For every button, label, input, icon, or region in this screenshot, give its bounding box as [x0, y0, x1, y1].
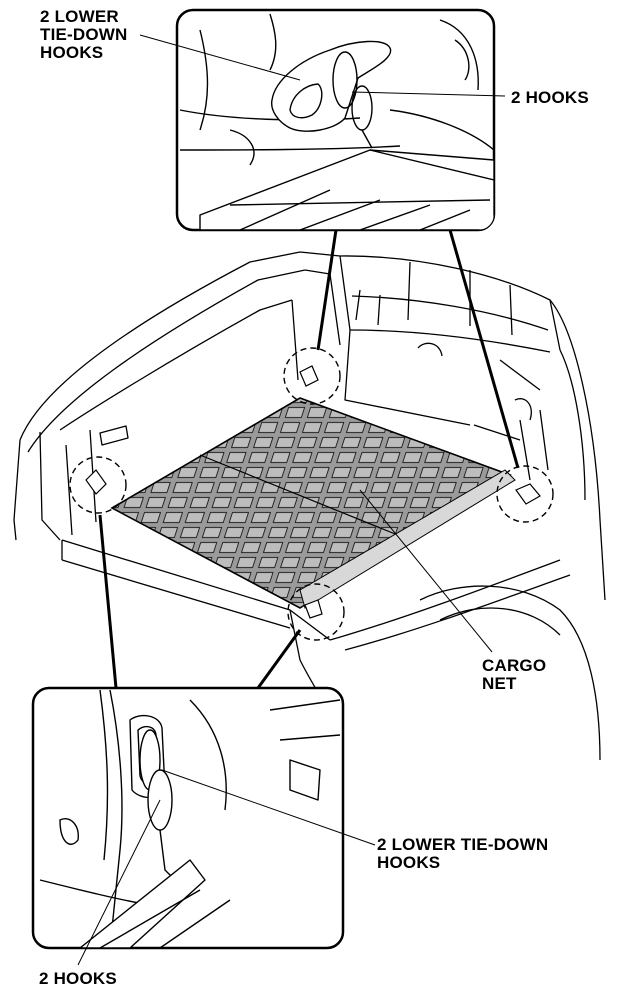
- bottom-tie-down-hooks-label: 2 LOWER TIE-DOWN HOOKS: [377, 835, 549, 872]
- top-tie-down-hooks-label: 2 LOWER TIE-DOWN HOOKS: [40, 7, 128, 62]
- cargo-net: [110, 397, 516, 609]
- connector-lines: [98, 229, 520, 689]
- bottom-detail-box: [31, 686, 376, 966]
- cargo-net-label: CARGO NET: [482, 656, 547, 693]
- truck-bed: [13, 251, 606, 761]
- top-hooks-label: 2 HOOKS: [511, 88, 589, 107]
- bottom-hooks-label: 2 HOOKS: [39, 969, 117, 988]
- cargo-net-leader: [359, 489, 493, 653]
- top-detail-box: [139, 8, 506, 232]
- corner-hook-icons: [85, 365, 541, 619]
- detail-circles: [69, 347, 554, 641]
